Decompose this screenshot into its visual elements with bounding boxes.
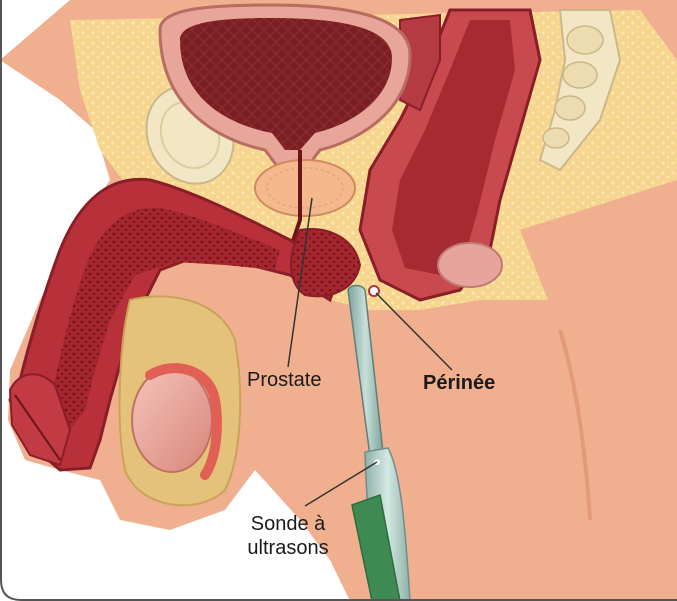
probe-label-line2: ultrasons (228, 536, 348, 560)
prostate-gland (255, 160, 355, 216)
probe-label: Sonde à ultrasons (228, 512, 348, 560)
prostate-label: Prostate (247, 368, 321, 392)
probe-label-line1: Sonde à (228, 512, 348, 536)
testis (132, 368, 212, 472)
perineum-label: Périnée (423, 371, 495, 395)
